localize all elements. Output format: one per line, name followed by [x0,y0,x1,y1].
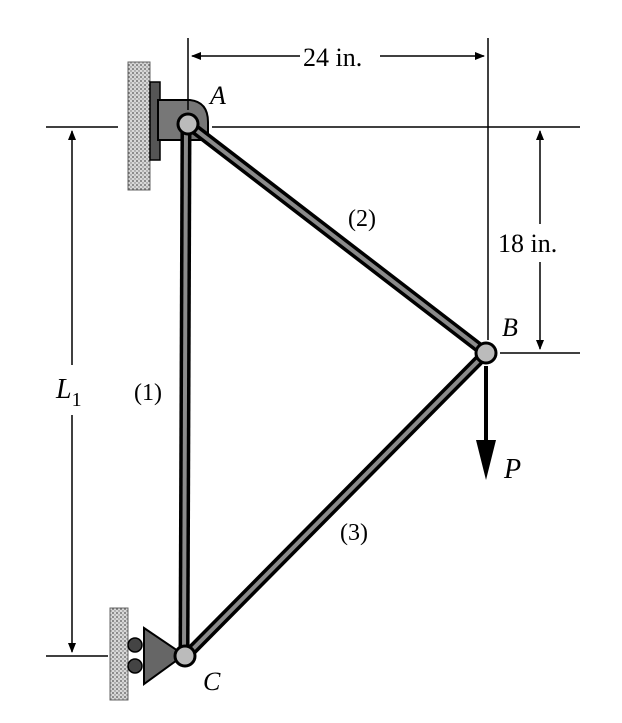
member-1 [178,125,192,657]
member-label-1: (1) [134,380,162,406]
joint-label-a: A [208,81,226,110]
member-label-3: (3) [340,520,368,546]
member-3 [182,349,490,660]
dimension-horizontal-label: 24 in. [303,43,362,72]
wall-support-c [109,607,186,701]
pin-b [474,341,498,365]
dimension-l1-main: L [55,374,72,405]
member-2 [184,119,490,358]
joint-label-c: C [203,667,221,696]
dimension-l1 [46,126,118,657]
dimension-vertical [212,126,580,354]
pin-c [173,644,197,668]
load-label: P [503,454,521,485]
load-arrow [476,366,496,480]
dimension-l1-subscript: 1 [72,389,82,411]
pin-a [176,112,200,136]
dimension-l1-label: L1 [55,374,82,411]
dimension-horizontal [187,38,489,340]
member-label-2: (2) [348,206,376,232]
joint-label-b: B [502,313,518,342]
dimension-vertical-label: 18 in. [498,229,557,258]
